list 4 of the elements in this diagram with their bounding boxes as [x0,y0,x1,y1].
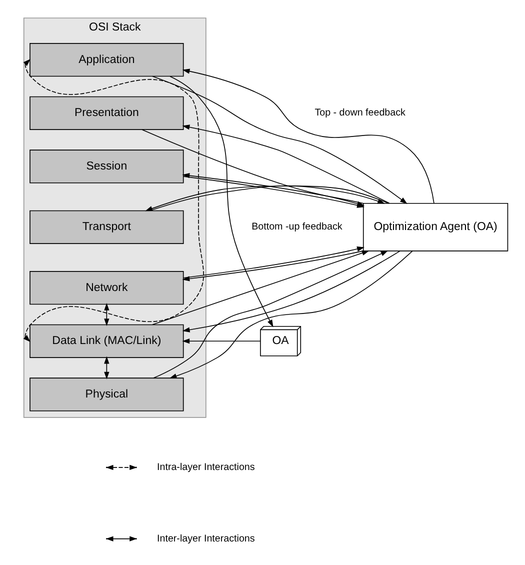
label: Bottom -up feedback [252,222,342,233]
legend-label: Inter-layer Interactions [157,533,255,544]
legend-label: Intra-layer Interactions [157,462,255,473]
label: Top - down feedback [314,108,406,119]
